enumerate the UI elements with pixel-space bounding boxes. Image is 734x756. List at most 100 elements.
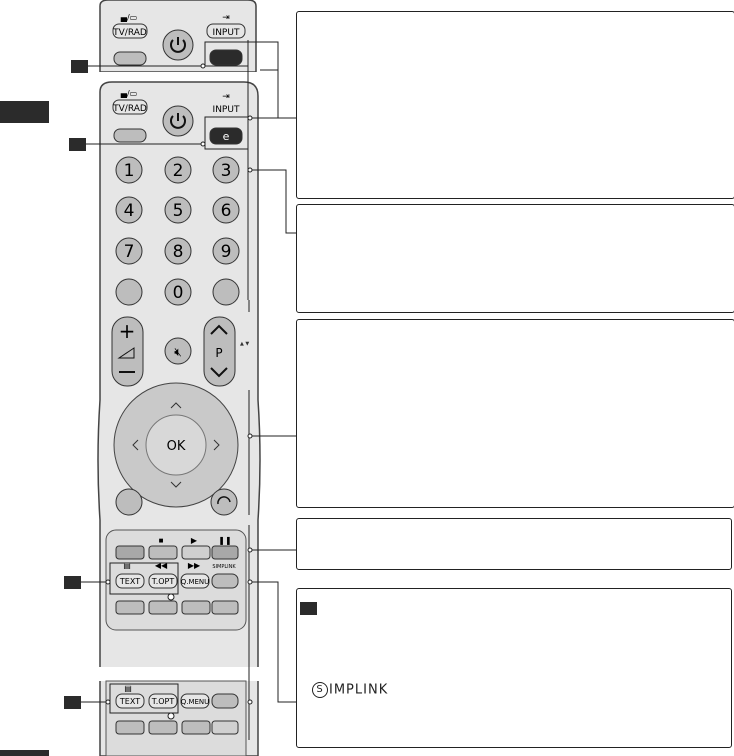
svg-text:0: 0 [173,283,184,303]
description-box-volume-navigation [296,319,734,508]
marker-square-3 [64,576,81,589]
av-mode-button-b[interactable] [115,720,145,735]
power-button[interactable] [162,105,194,137]
mute-button[interactable]: 🔇︎ [164,337,192,365]
ok-label: OK [167,439,186,454]
digit-4-button[interactable]: 4 [115,196,143,224]
input-button[interactable]: ⇥ INPUT [213,92,240,115]
digit-8-button[interactable]: 8 [164,237,192,265]
svg-text:8: 8 [173,242,184,262]
digit-6-button[interactable]: 6 [212,196,240,224]
svg-text:4: 4 [124,201,135,221]
svg-text:6: 6 [221,201,232,221]
input-label-top: INPUT [213,28,240,38]
digit-0-button[interactable]: 0 [164,278,192,306]
svg-text:e: e [223,130,230,143]
red-pill-button[interactable] [113,128,147,143]
program-label: P [215,346,222,360]
svg-text:T.OPT: T.OPT [151,697,175,706]
simplink-small-label: SIMPLINK [212,564,236,570]
description-box-teletext-simplink [296,588,732,748]
svg-text:+: + [119,319,136,343]
red-pill-button-top[interactable] [113,51,147,66]
qview-button[interactable] [212,278,240,306]
svg-text:⇥: ⇥ [222,92,230,102]
info-button-a[interactable] [181,600,211,615]
section-tab-bottom [0,750,49,756]
simplink-button-a[interactable] [211,573,239,589]
description-box-color-buttons [296,518,732,570]
svg-text:7: 7 [124,242,135,262]
volume-rocker[interactable]: + [111,316,144,387]
input-button-top[interactable]: ⇥ INPUT [206,13,246,39]
svg-text:▤: ▤ [123,561,131,570]
list-button[interactable] [115,278,143,306]
number-pad: 1 2 3 4 5 6 7 8 9 0 [115,156,240,306]
qmenu-button-b[interactable]: Q.MENU [180,693,210,709]
qmenu-button-a[interactable]: Q.MENU [180,573,210,589]
svg-text:TEXT: TEXT [119,577,140,586]
digit-5-button[interactable]: 5 [164,196,192,224]
topt-button-b[interactable]: T.OPT [148,693,178,709]
svg-text:1: 1 [124,161,135,181]
tvrad-label: TV/RAD [112,104,147,114]
svg-text:❚❚: ❚❚ [218,536,231,545]
av-mode-button-a[interactable] [115,600,145,615]
svg-text:⇥: ⇥ [222,13,230,23]
svg-text:◀◀: ◀◀ [155,561,168,570]
input-label: INPUT [213,105,240,115]
topt-button-a[interactable]: T.OPT [148,573,178,589]
green-color-button[interactable] [148,545,178,560]
svg-text:Q.MENU: Q.MENU [181,698,210,706]
marker-square-box [300,602,317,615]
tvrad-button[interactable]: ▄/▭ TV/RAD [112,89,148,115]
guide-button-b[interactable] [211,720,239,735]
back-button[interactable] [210,488,238,516]
energy-saving-button[interactable]: e [209,127,243,145]
svg-text:3: 3 [221,161,232,181]
digit-3-button[interactable]: 3 [212,156,240,184]
extra-button-b[interactable] [211,693,239,709]
tvrad-label-top: TV/RAD [112,28,147,38]
tvrad-button-top[interactable]: ▄/▭ TV/RAD [112,13,148,39]
yellow-color-button[interactable] [181,545,211,560]
page-side-label: ▲ ▼ [240,341,249,347]
power-button-top[interactable] [162,29,194,61]
svg-text:T.OPT: T.OPT [151,577,175,586]
info-button-b[interactable] [181,720,211,735]
energy-button-top[interactable] [209,49,243,66]
red-color-button[interactable] [115,545,145,560]
blue-color-button[interactable] [211,545,239,560]
navigation-pad[interactable]: OK [113,382,239,508]
marker-square-1 [71,60,88,73]
ratio-button-a[interactable] [148,600,178,615]
digit-2-button[interactable]: 2 [164,156,192,184]
description-box-power-input [296,11,734,199]
svg-text:▶▶: ▶▶ [188,561,201,570]
digit-7-button[interactable]: 7 [115,237,143,265]
description-box-number-buttons [296,204,734,313]
marker-square-4 [64,696,81,709]
ratio-button-b[interactable] [148,720,178,735]
svg-text:■: ■ [159,536,164,545]
program-rocker[interactable]: P [203,316,236,387]
svg-text:2: 2 [173,161,184,181]
digit-9-button[interactable]: 9 [212,237,240,265]
svg-text:▄/▭: ▄/▭ [120,89,137,98]
svg-text:▄/▭: ▄/▭ [120,13,137,22]
svg-text:TEXT: TEXT [119,697,140,706]
text-button-b[interactable]: TEXT [115,693,145,709]
svg-text:▶: ▶ [191,536,198,545]
menu-button[interactable] [115,488,143,516]
svg-text:5: 5 [173,201,184,221]
guide-button-a[interactable] [211,600,239,615]
svg-text:9: 9 [221,242,232,262]
marker-square-2 [69,138,86,151]
text-button-a[interactable]: TEXT [115,573,145,589]
section-tab [0,101,49,123]
digit-1-button[interactable]: 1 [115,156,143,184]
svg-text:🔇︎: 🔇︎ [174,345,182,359]
svg-text:Q.MENU: Q.MENU [181,578,210,586]
